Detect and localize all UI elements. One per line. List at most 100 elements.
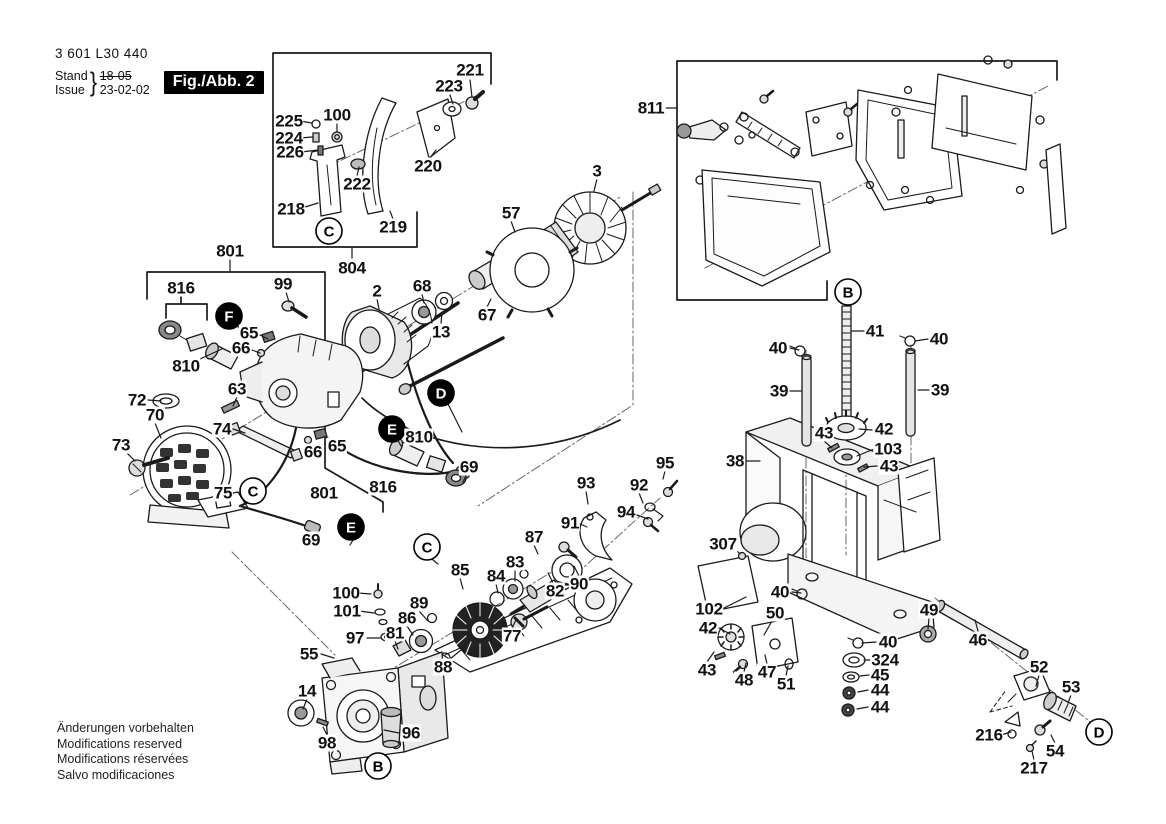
leader-line	[147, 399, 162, 402]
leader-line	[533, 544, 539, 555]
svg-text:E: E	[387, 422, 397, 439]
gear-housing-55	[287, 651, 449, 775]
superseded-date: 18-05	[99, 68, 132, 83]
footer-line-es: Salvo modificaciones	[57, 767, 175, 782]
elevation-rods	[789, 305, 916, 600]
leader-line	[763, 620, 773, 636]
issue-label: Issue	[55, 82, 85, 97]
detail-marker-B: B	[364, 752, 392, 780]
leader-line	[154, 422, 162, 439]
title-block: 3 601 L30 440 Stand Issue } 18-05 23-02-…	[55, 46, 264, 98]
base-assembly-38	[739, 417, 941, 641]
svg-text:C: C	[324, 224, 335, 241]
fan-guard-70	[128, 393, 304, 529]
svg-text:B: B	[843, 285, 854, 302]
leader-line	[320, 653, 335, 659]
detail-letter-markers: C F D E C E C B B D	[215, 217, 1113, 780]
leader-line	[547, 572, 554, 584]
detail-marker-E: E	[378, 415, 406, 443]
detail-marker-E: E	[337, 513, 365, 541]
guard-housing-811	[676, 55, 1067, 287]
motor-housing	[239, 333, 364, 429]
leader-line	[974, 619, 979, 632]
leader-line	[232, 428, 246, 434]
brush-parts-detail-f	[158, 300, 308, 414]
leader-line	[449, 94, 454, 105]
leader-line	[858, 428, 873, 431]
leader-line	[356, 166, 360, 177]
leader-line	[304, 202, 319, 208]
brace-glyph: }	[89, 67, 97, 97]
leader-line	[856, 706, 869, 710]
gear-88	[373, 583, 508, 658]
leader-line	[322, 726, 328, 736]
detail-marker-B: B	[834, 278, 862, 306]
leader-line	[585, 490, 589, 505]
leader-line	[791, 591, 802, 594]
svg-text:C: C	[422, 540, 433, 557]
svg-text:B: B	[373, 759, 384, 776]
leader-line	[857, 689, 869, 693]
leader-line	[251, 349, 261, 354]
leader-line	[302, 698, 308, 710]
leader-line	[1067, 694, 1072, 704]
detail-d-shaft-parts	[934, 599, 1077, 753]
detail-marker-C: C	[413, 533, 441, 561]
leader-line	[706, 651, 715, 663]
footer-line-en: Modifications reserved	[57, 736, 183, 751]
leader-line	[510, 220, 516, 233]
leader-line	[764, 654, 768, 665]
leader-line	[495, 583, 499, 594]
leader-line	[421, 293, 425, 304]
detail-marker-C: C	[239, 477, 267, 505]
part-number: 3 601 L30 440	[55, 46, 148, 61]
leader-line	[285, 291, 290, 303]
detail-marker-C: C	[315, 217, 343, 245]
svg-text:D: D	[1094, 725, 1105, 742]
leader-line	[446, 401, 463, 433]
leader-line	[357, 592, 372, 595]
leader-line	[486, 298, 492, 308]
leader-lines	[125, 79, 1072, 761]
leader-line	[459, 577, 464, 590]
leader-line	[636, 514, 649, 520]
leader-line	[469, 79, 473, 98]
leader-line	[406, 625, 414, 636]
footer-line-fr: Modifications réservées	[57, 752, 189, 766]
detail-marker-D: D	[1085, 718, 1113, 746]
leader-line	[199, 348, 223, 360]
leader-line	[914, 338, 929, 342]
leader-line	[718, 627, 731, 635]
svg-text:C: C	[248, 484, 259, 501]
leader-line	[1031, 750, 1035, 761]
guard-assembly-detail-c	[309, 90, 485, 217]
detail-marker-D: D	[427, 379, 455, 407]
leader-line	[785, 665, 789, 677]
leader-line	[859, 674, 870, 677]
leader-line	[376, 298, 380, 310]
leader-line	[743, 662, 747, 673]
leader-line	[232, 396, 238, 407]
baffle-plate-57	[485, 227, 579, 319]
issue-date: 23-02-02	[99, 82, 150, 97]
leader-line	[638, 492, 644, 504]
leader-line	[573, 565, 580, 577]
svg-text:D: D	[436, 386, 447, 403]
detail-marker-F: F	[215, 302, 243, 330]
leader-line	[125, 451, 136, 462]
svg-text:E: E	[346, 520, 356, 537]
leader-line	[1050, 734, 1056, 744]
leader-line	[927, 617, 930, 630]
leader-line	[856, 448, 875, 457]
stand-label: Stand	[55, 68, 88, 83]
footer-line-de: Änderungen vorbehalten	[57, 721, 194, 735]
legal-footer: Änderungen vorbehalten Modifications res…	[57, 721, 194, 783]
leader-line	[418, 610, 429, 622]
leader-line	[721, 596, 747, 610]
leader-line	[863, 465, 878, 468]
leader-line	[1000, 731, 1012, 736]
leader-line	[358, 610, 375, 614]
leader-line	[259, 334, 269, 340]
